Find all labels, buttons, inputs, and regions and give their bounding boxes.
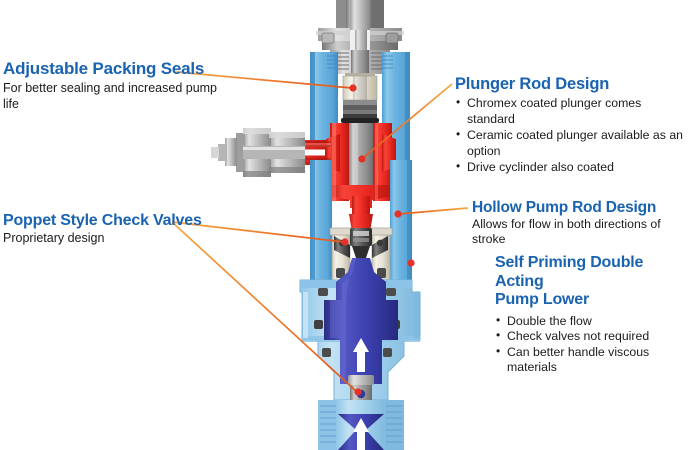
callout-bullet: Can better handle viscous materials [495, 344, 690, 376]
callout-bullet-list: Double the flow Check valves not require… [495, 313, 690, 376]
leader-dot-self-priming [407, 259, 415, 267]
callout-title-line1: Self Priming Double Acting [495, 254, 644, 290]
callout-title: Hollow Pump Rod Design [472, 199, 657, 216]
lower-fluid-chamber-blue [324, 258, 398, 384]
mid-pump-body [310, 160, 412, 280]
callout-title: Adjustable Packing Seals [3, 59, 205, 78]
callout-bullet: Double the flow [495, 313, 690, 330]
leader-dot-plunger [358, 155, 366, 163]
callout-title: Plunger Rod Design [455, 75, 610, 93]
hollow-rod-poppet [350, 228, 372, 258]
callout-bullet: Check valves not required [495, 328, 690, 345]
bottom-inlet-flow-arrow [353, 418, 369, 450]
leader-packing [175, 71, 353, 89]
leader-dot-hollow [394, 210, 402, 218]
leader-dot-packing [349, 84, 357, 92]
callout-hollow-pump-rod-design: Hollow Pump Rod Design Allows for flow i… [472, 198, 690, 247]
leader-dot-poppet-bottom [354, 388, 362, 396]
leader-hollow [398, 207, 469, 215]
callout-poppet-style-check-valves: Poppet Style Check Valves Proprietary de… [3, 211, 203, 246]
leader-poppet-upper [171, 221, 345, 243]
leader-dot-poppet-upper [341, 238, 349, 246]
callout-bullet: Ceramic coated plunger available as an o… [455, 127, 690, 160]
callout-subtitle: For better sealing and increased pump li… [3, 81, 218, 111]
adjustable-packing-seals [341, 73, 379, 123]
callout-subtitle: Allows for flow in both directions of st… [472, 217, 661, 246]
callout-adjustable-packing-seals: Adjustable Packing Seals For better seal… [3, 59, 233, 112]
callout-plunger-rod-design: Plunger Rod Design Chromex coated plunge… [455, 74, 690, 176]
callout-title: Poppet Style Check Valves [3, 212, 202, 229]
bottom-inlet-housing [318, 400, 404, 450]
side-outlet-fitting [211, 128, 331, 177]
callout-bullet: Chromex coated plunger comes standard [455, 95, 690, 128]
top-gland-assembly [316, 0, 404, 52]
leader-plunger [362, 83, 453, 159]
leader-poppet-bottom [171, 221, 358, 393]
callout-self-priming-double-acting-pump-lower: Self Priming Double Acting Pump Lower Do… [495, 254, 690, 376]
poppet-check-valve-upper-right [369, 227, 393, 283]
callout-bullet-list: Chromex coated plunger comes standard Ce… [455, 95, 690, 176]
callout-bullet: Drive cyclinder also coated [455, 159, 690, 176]
packing-gland-nut [330, 50, 390, 76]
callout-title-line2: Pump Lower [495, 291, 590, 308]
plunger-rod [348, 0, 374, 185]
lower-chamber-flow-arrow [353, 338, 369, 372]
callout-subtitle: Proprietary design [3, 231, 105, 245]
